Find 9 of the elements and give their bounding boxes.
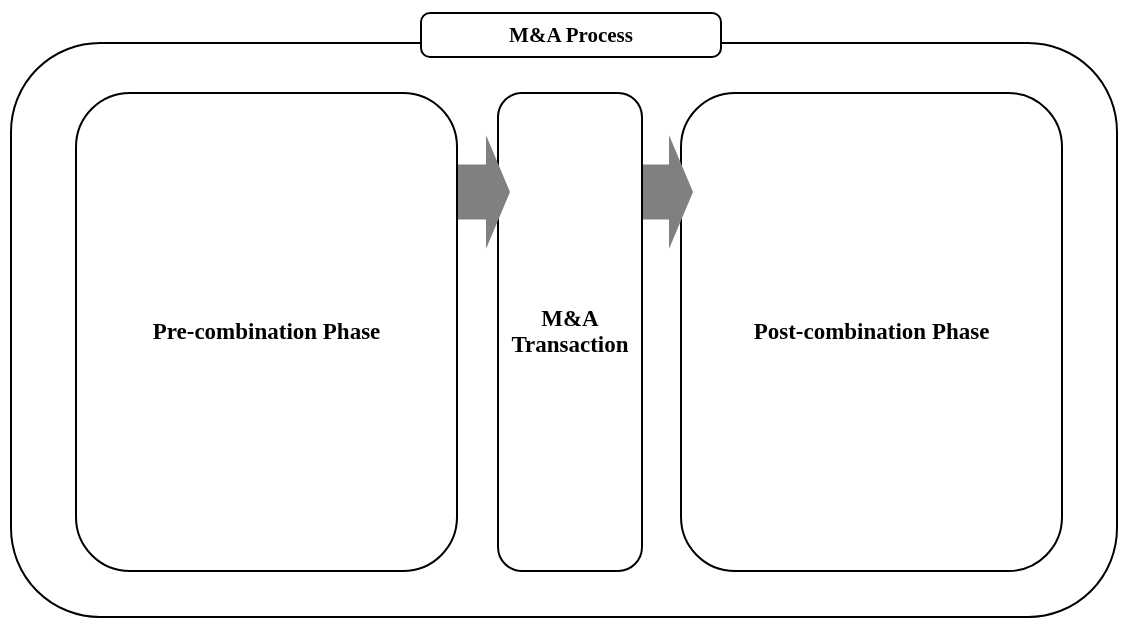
phase-box [75, 92, 458, 572]
phase-label: Post-combination Phase [753, 319, 990, 345]
block-arrow [643, 135, 693, 249]
frame-title: M&A Process [420, 12, 722, 58]
phase-label: Pre-combination Phase [152, 319, 381, 345]
phase-box [680, 92, 1063, 572]
block-arrow [458, 135, 510, 249]
phase-box [497, 92, 643, 572]
phase-label: M&A Transaction [510, 306, 630, 358]
